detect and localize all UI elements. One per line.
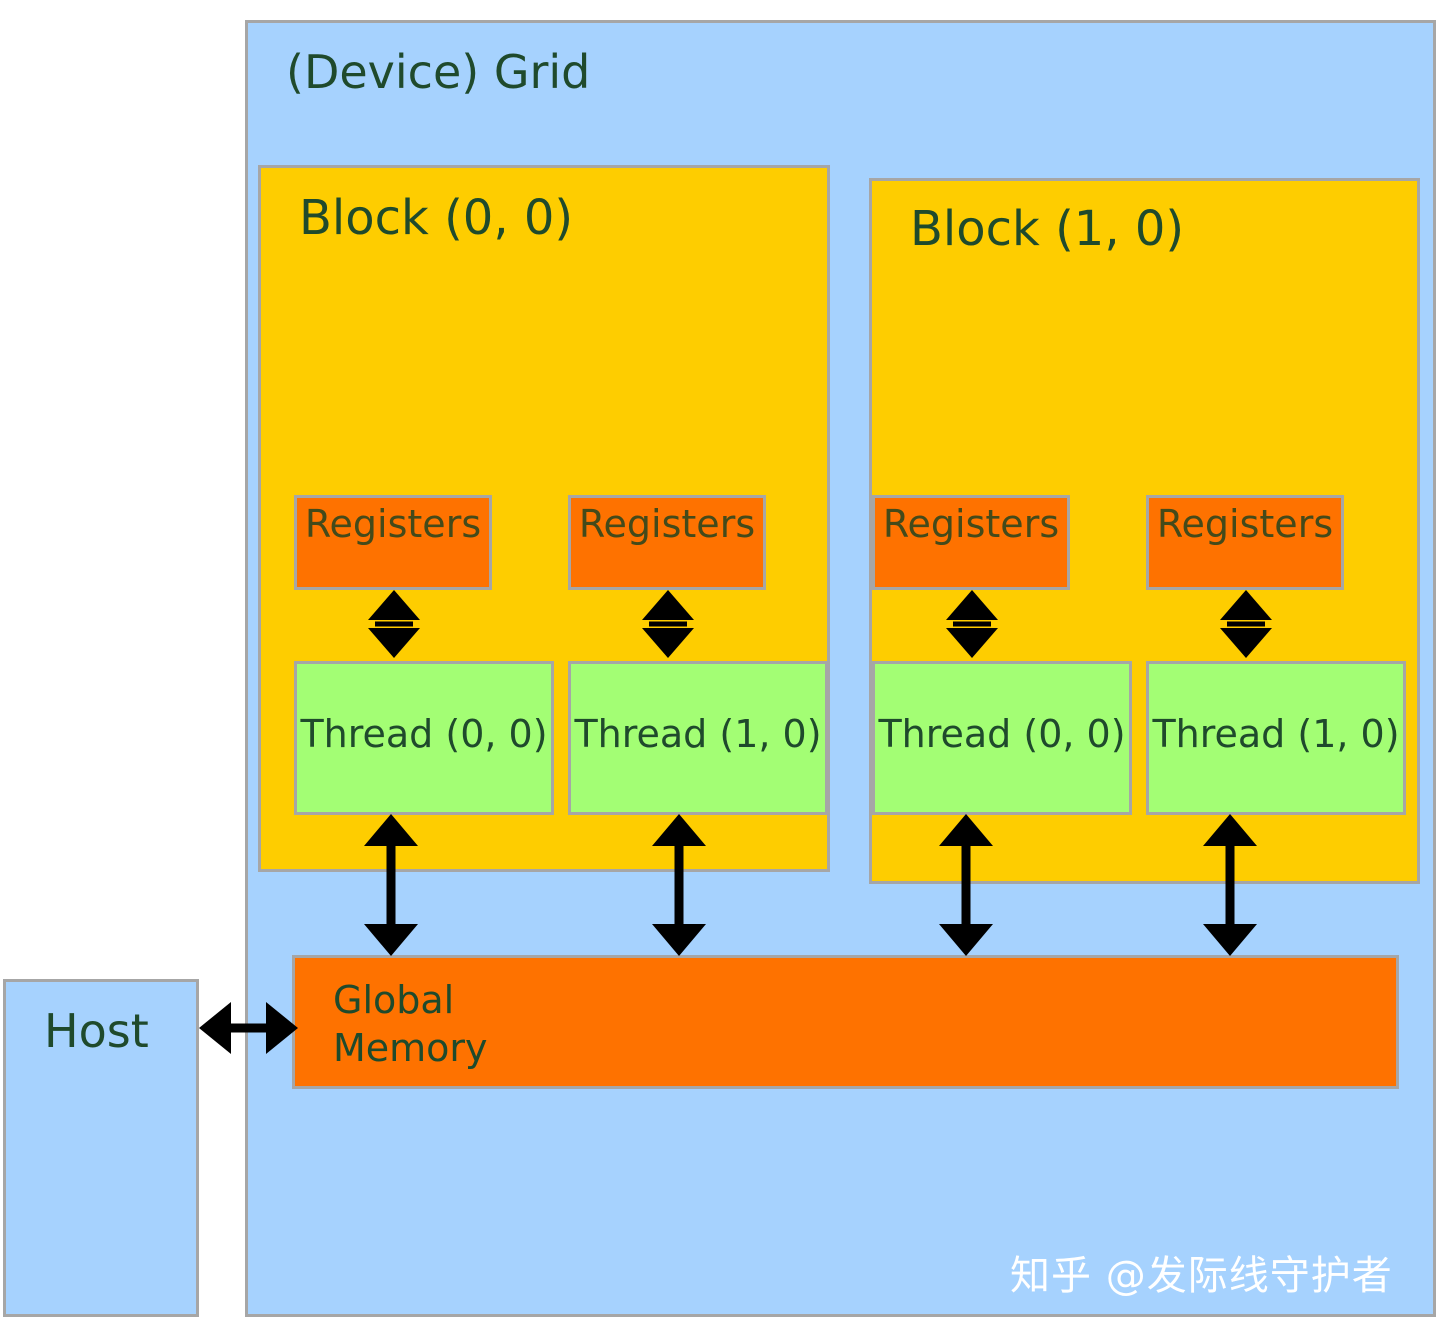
thread-label: Thread (1, 0) — [574, 712, 822, 756]
registers-b0-t1: Registers — [568, 495, 766, 590]
thread-memory-arrow — [652, 814, 706, 956]
host-memory-arrow — [199, 1002, 298, 1054]
thread-b1-t0: Thread (0, 0) — [872, 661, 1132, 815]
block-0-0-title: Block (0, 0) — [299, 190, 574, 246]
grid-title: (Device) Grid — [286, 45, 591, 99]
registers-b0-t0: Registers — [294, 495, 492, 590]
register-thread-arrow — [946, 590, 998, 658]
global-memory: Global Memory — [292, 955, 1399, 1089]
registers-b1-t0: Registers — [872, 495, 1070, 590]
registers-label: Registers — [578, 502, 756, 546]
registers-label: Registers — [1156, 502, 1334, 546]
registers-label: Registers — [304, 502, 482, 546]
host-label: Host — [44, 1004, 149, 1058]
global-memory-line1: Global — [333, 978, 455, 1022]
thread-b0-t1: Thread (1, 0) — [568, 661, 828, 815]
watermark: 知乎 @发际线守护者 — [1010, 1253, 1393, 1299]
register-thread-arrow — [642, 590, 694, 658]
block-1-0-title: Block (1, 0) — [910, 201, 1185, 257]
register-thread-arrow — [368, 590, 420, 658]
host: Host — [3, 979, 199, 1317]
global-memory-line2: Memory — [333, 1026, 488, 1070]
thread-label: Thread (0, 0) — [300, 712, 548, 756]
thread-memory-arrow — [364, 814, 418, 956]
thread-label: Thread (0, 0) — [878, 712, 1126, 756]
thread-memory-arrow — [939, 814, 993, 956]
thread-b0-t0: Thread (0, 0) — [294, 661, 554, 815]
register-thread-arrow — [1220, 590, 1272, 658]
thread-b1-t1: Thread (1, 0) — [1146, 661, 1406, 815]
registers-b1-t1: Registers — [1146, 495, 1344, 590]
thread-label: Thread (1, 0) — [1152, 712, 1400, 756]
thread-memory-arrow — [1203, 814, 1257, 956]
registers-label: Registers — [882, 502, 1060, 546]
